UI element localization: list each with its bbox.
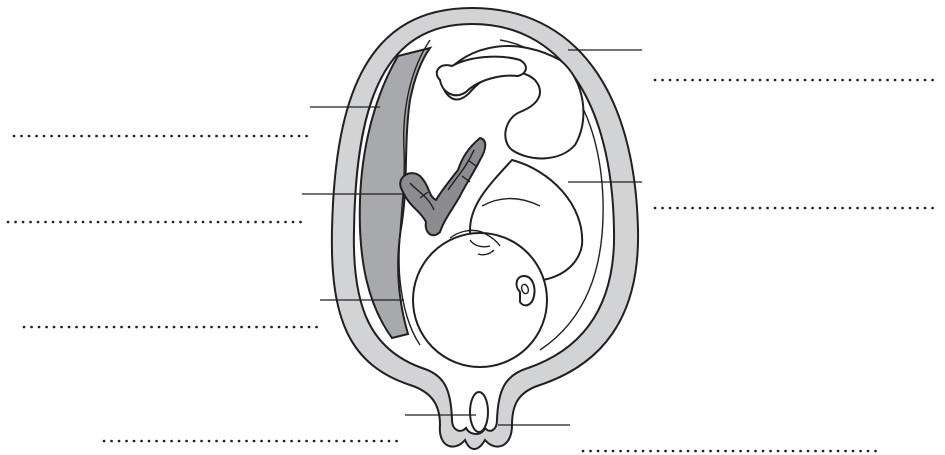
label-upper-left [14,107,380,136]
label-bottom-right [498,425,878,451]
label-bottom-left [104,415,476,441]
fetus-ear [517,276,535,305]
label-upper-right [568,50,940,80]
cervical-plug [470,392,488,432]
